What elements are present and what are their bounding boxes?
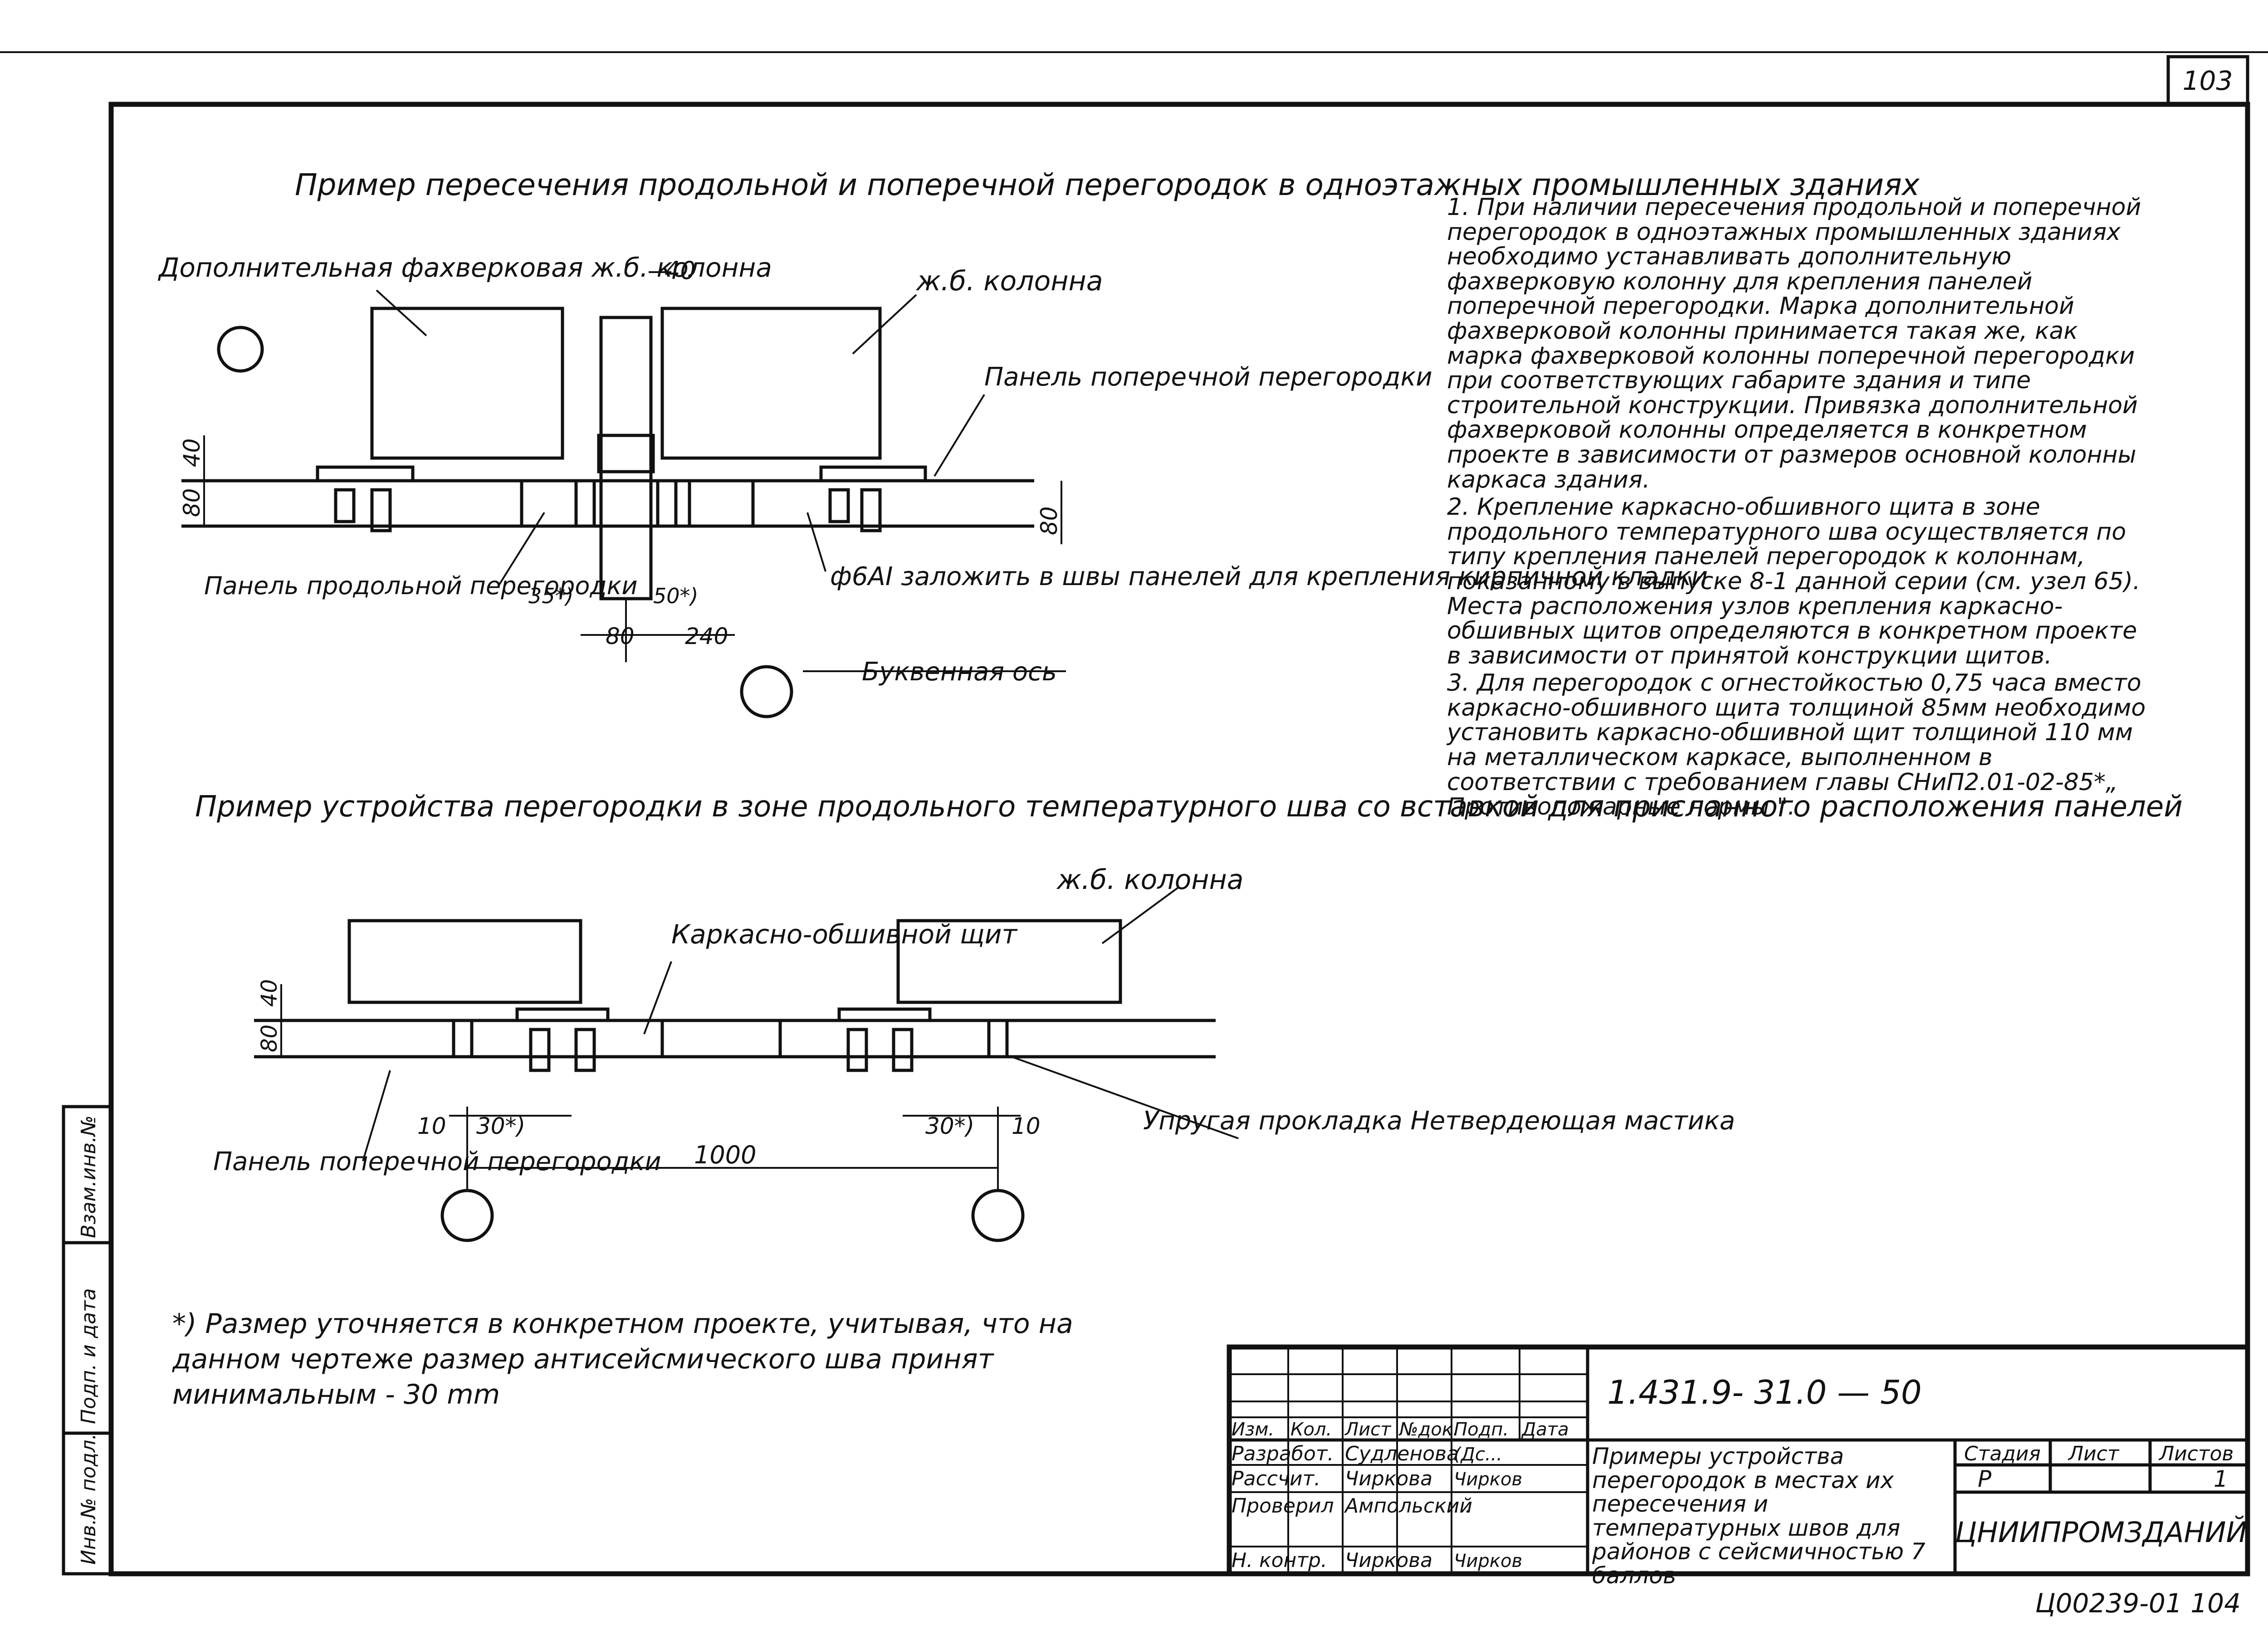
tb-org: ЦНИИПРОМЗДАНИЙ	[1955, 1515, 2247, 1549]
top-dim-40: 40	[665, 256, 696, 285]
bottom-label-column: ж.б. колонна	[1056, 864, 1244, 896]
bottom-dim-1000: 1000	[694, 1141, 756, 1169]
tb-sign-3: Чирков	[1454, 1551, 1522, 1572]
tb-role-0: Разработ.	[1232, 1442, 1334, 1465]
tb-h-sign: Подп.	[1454, 1419, 1509, 1440]
top-dim-80b: 80	[1036, 506, 1062, 535]
notes-block: 1. При наличии пересечения продольной и …	[1447, 195, 2155, 820]
tb-name-1: Чиркова	[1345, 1467, 1432, 1490]
top-label-panel-cross: Панель поперечной перегородки	[984, 362, 1432, 392]
tb-name-0: Судленова	[1345, 1442, 1459, 1465]
tb-h-doc: №док.	[1398, 1419, 1459, 1440]
bottom-label-gasket: Упругая прокладка Нетвердеющая мастика	[1143, 1106, 1735, 1136]
top-title-line1: Пример пересечения продольной и поперечн…	[295, 167, 1920, 202]
tb-h-list: Лист	[1344, 1419, 1392, 1440]
bottom-title: Пример устройства перегородки в зоне про…	[195, 790, 2183, 824]
axis-circle-left	[217, 326, 264, 373]
bottom-axis-right	[971, 1189, 1025, 1242]
archive-code: Ц00239-01 104	[2035, 1588, 2241, 1619]
title-block-description: Примеры устройства перегородок в местах …	[1592, 1443, 1926, 1589]
doc-code: 1.431.9- 31.0 — 50	[1607, 1373, 1921, 1411]
bottom-label-panel: Панель поперечной перегородки	[213, 1147, 661, 1176]
note-1: 1. При наличии пересечения продольной и …	[1447, 194, 2141, 493]
tb-sign-1: Чирков	[1454, 1469, 1522, 1490]
bottom-dim-40: 40	[257, 979, 282, 1007]
bottom-dim-30a: 30*)	[476, 1113, 525, 1139]
bottom-drawing	[254, 886, 1239, 1242]
page-number: 103	[2183, 65, 2233, 96]
page-number-box	[2166, 55, 2249, 106]
side-stamp: Взам.инв.№ Подп. и дата Инв.№ подл.	[62, 1105, 113, 1576]
top-dim-35: 35*)	[528, 584, 573, 608]
stamp-sign-date: Подп. и дата	[77, 1288, 100, 1424]
tb-name-3: Чиркова	[1345, 1549, 1432, 1572]
tb-role-1: Рассчит.	[1232, 1467, 1320, 1490]
note-2: 2. Крепление каркасно-обшивного щита в з…	[1447, 493, 2141, 669]
bottom-dim-10a: 10	[417, 1113, 446, 1139]
stamp-inv: Инв.№ подл.	[77, 1433, 100, 1565]
tb-stage: Р	[1978, 1466, 1992, 1492]
bottom-column-left	[347, 919, 582, 1004]
top-label-column: ж.б. колонна	[915, 265, 1103, 297]
tb-stage-label: Стадия	[1964, 1442, 2041, 1465]
bottom-axis-left	[440, 1189, 494, 1242]
top-dim-80: 80	[179, 488, 205, 517]
top-drawing	[181, 271, 1066, 718]
tb-role-3: Н. контр.	[1232, 1549, 1327, 1572]
tb-sheets: 1	[2214, 1466, 2228, 1492]
sheet-frame	[108, 102, 2250, 1576]
tb-sheet-label: Лист	[2068, 1442, 2120, 1465]
tb-name-2: Ампольский	[1344, 1494, 1472, 1518]
axis-circle-bottom	[740, 665, 793, 718]
top-dim-240: 240	[685, 623, 728, 649]
top-label-axis: Буквенная ось	[862, 657, 1057, 687]
top-label-panel-long: Панель продольной перегородки	[204, 571, 637, 600]
bottom-dim-30b: 30*)	[925, 1113, 974, 1139]
tb-h-kol: Кол.	[1290, 1419, 1332, 1440]
top-dim-40b: 40	[179, 438, 205, 467]
bottom-label-frame-shield: Каркасно-обшивной щит	[671, 919, 1018, 950]
tb-h-izm: Изм.	[1232, 1419, 1274, 1440]
tb-role-2: Проверил	[1232, 1494, 1334, 1518]
tb-h-date: Дата	[1521, 1419, 1569, 1440]
top-label-extra-column: Дополнительная фахверковая ж.б. колонна	[157, 252, 772, 283]
footnote: *) Размер уточняется в конкретном проект…	[172, 1308, 1073, 1410]
tb-sheets-label: Листов	[2158, 1442, 2234, 1465]
bottom-dim-80: 80	[257, 1025, 282, 1052]
tb-sign-2: ...	[1454, 1496, 1471, 1517]
title-block	[1227, 1344, 2250, 1576]
tb-sign-0: (Дс...	[1454, 1444, 1502, 1465]
bottom-column-right	[896, 919, 1122, 1004]
bottom-dim-10b: 10	[1012, 1113, 1041, 1139]
stamp-replace: Взам.инв.№	[77, 1115, 100, 1238]
main-column	[660, 307, 882, 460]
top-label-rebar: ф6AI заложить в швы панелей для креплени…	[830, 562, 1708, 591]
top-dim-80c: 80	[606, 623, 635, 649]
extra-column	[370, 307, 564, 460]
top-dim-50: 50*)	[653, 584, 698, 608]
note-3: 3. Для перегородок с огнестойкостью 0,75…	[1447, 669, 2146, 821]
top-title: Пример пересечения продольной и поперечн…	[295, 167, 1920, 202]
